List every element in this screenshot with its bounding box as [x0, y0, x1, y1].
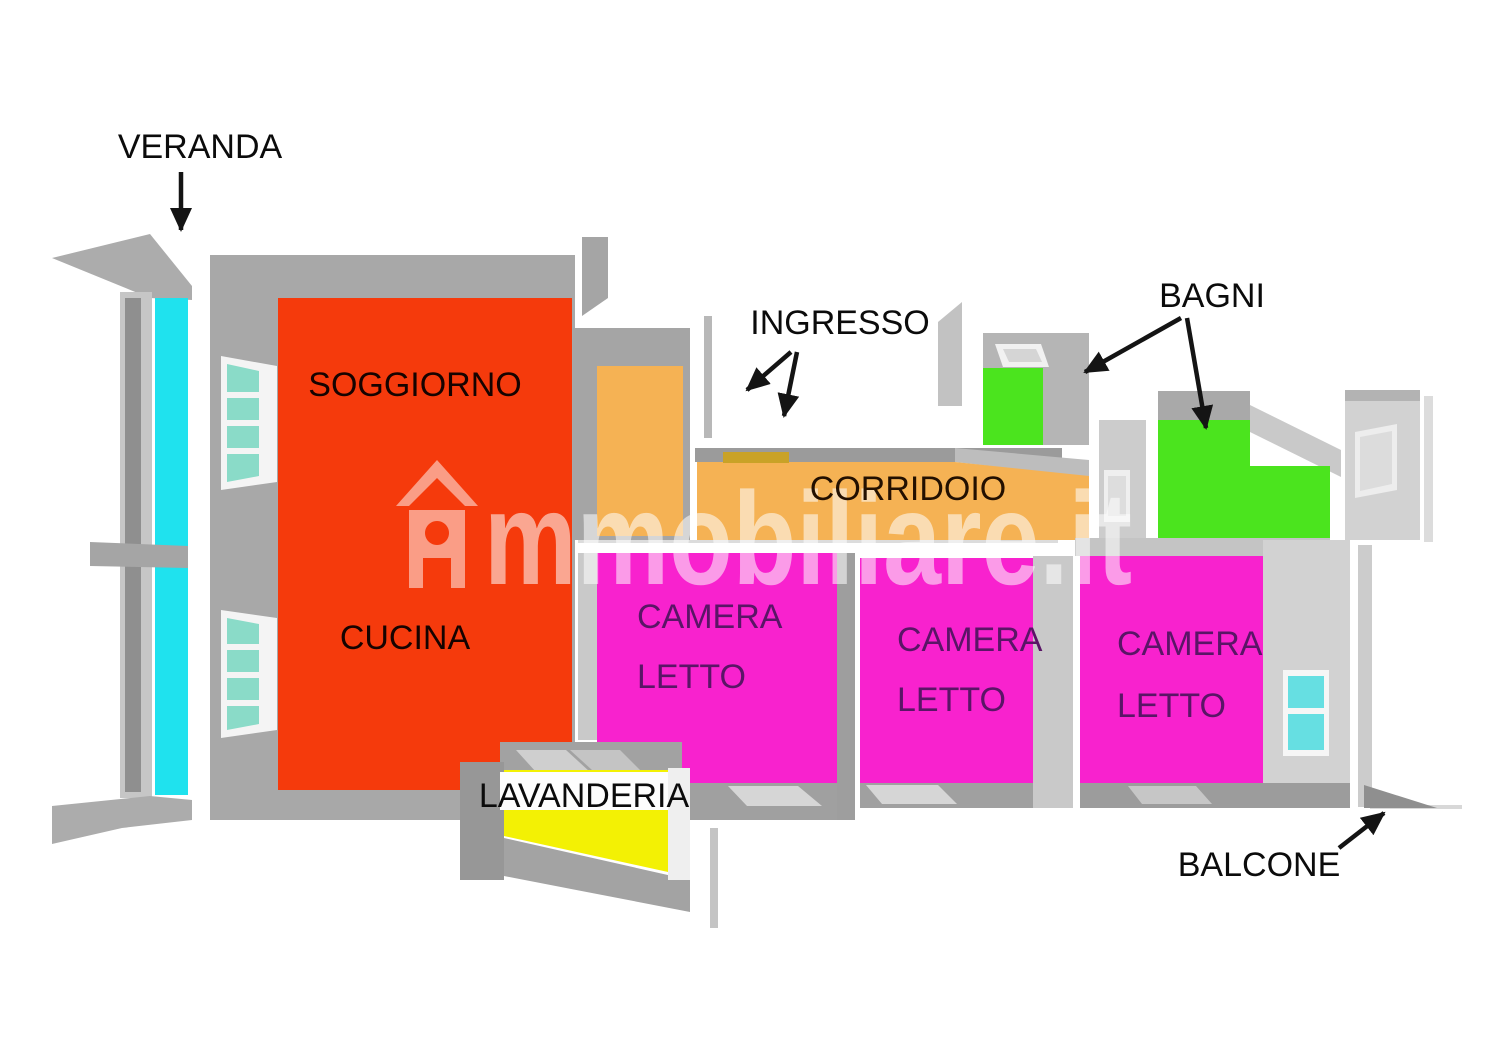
camera1-left-wall [578, 553, 597, 740]
camera3-floor-window [1128, 786, 1212, 804]
soggiorno-window-slat [225, 700, 261, 706]
camera2-label-line2: LETTO [897, 681, 1006, 719]
camera1-label-line2: LETTO [637, 658, 746, 696]
camera2-right-wall [1033, 556, 1073, 808]
camera3-window-glass [1288, 676, 1324, 708]
camera2-floor-window [866, 785, 957, 804]
ingresso-label: INGRESSO [750, 304, 929, 342]
camera1-floor-window [728, 786, 822, 806]
lavanderia-label-band [500, 772, 670, 810]
soggiorno-window-slat [225, 392, 261, 398]
corridoio-doormat [723, 452, 789, 463]
camera3-floor [1080, 783, 1350, 808]
camera3-far-right-wall [1358, 545, 1372, 807]
veranda-mid-divider-wall [90, 542, 188, 568]
soggiorno-window-slat [225, 448, 261, 454]
lavanderia-left-wall [460, 762, 504, 880]
bagni-label: BAGNI [1159, 277, 1265, 315]
veranda-roof-wall [52, 234, 192, 300]
soggiorno-window-slat [225, 420, 261, 426]
bagni-arrow-2 [1184, 317, 1214, 430]
balcone-floor [1364, 785, 1437, 808]
balcone-label: BALCONE [1178, 846, 1341, 884]
veranda-label: VERANDA [118, 128, 283, 166]
camera2-label-line1: CAMERA [897, 621, 1043, 659]
veranda-bottom-wall [52, 796, 192, 844]
corridoio-ceiling-wall [955, 448, 1089, 477]
camera3-label-line2: LETTO [1117, 687, 1226, 725]
soggiorno-window-slat [225, 644, 261, 650]
soggiorno-label: SOGGIORNO [308, 366, 521, 404]
bagno2-angled-wall [1250, 405, 1341, 477]
bagno2-room [1158, 420, 1330, 542]
topright-window-glass [1360, 431, 1392, 491]
floor-corner-window [570, 750, 640, 770]
watermark-house-icon [396, 460, 478, 588]
bagno2-left-wall-window-glass [1108, 476, 1126, 516]
bagno1-room [983, 368, 1043, 445]
ingresso-wall-stub [582, 237, 608, 316]
camera1-right-wall [837, 553, 855, 820]
bedrooms-top-wall-line [578, 540, 1058, 543]
camera3-room [1080, 556, 1263, 783]
far-right-thin-wall [1424, 396, 1433, 542]
camera3-window-glass [1288, 714, 1324, 750]
balcone-arrow [1337, 811, 1386, 850]
camera3-label-line1: CAMERA [1117, 625, 1263, 663]
ingresso-arrow-2 [777, 351, 800, 418]
lavanderia-label: LAVANDERIA [479, 777, 690, 815]
soggiorno-window-slat [225, 672, 261, 678]
bagno1-skylight-glass [1003, 349, 1042, 362]
watermark-text: mmobiliare.it [484, 465, 1132, 612]
entrance-side-wall [938, 302, 962, 406]
cucina-label: CUCINA [340, 619, 471, 657]
lavanderia-right-band [668, 768, 690, 880]
corridoio-label: CORRIDOIO [810, 470, 1006, 508]
topright-room-top-edge [1345, 390, 1420, 401]
bagni-arrow-1 [1083, 316, 1183, 374]
corridoio-room [697, 462, 1089, 540]
camera2-room [860, 558, 1033, 783]
floor-corner-window [516, 750, 590, 772]
camera1-label-line1: CAMERA [637, 598, 783, 636]
ingresso-room [597, 366, 683, 536]
ingresso-arrow-1 [745, 350, 793, 392]
entrance-door-jamb-wall [704, 316, 712, 438]
lavanderia-floor [504, 838, 690, 912]
camera1-room [597, 553, 837, 785]
lavanderia-thin-wall [710, 828, 718, 928]
